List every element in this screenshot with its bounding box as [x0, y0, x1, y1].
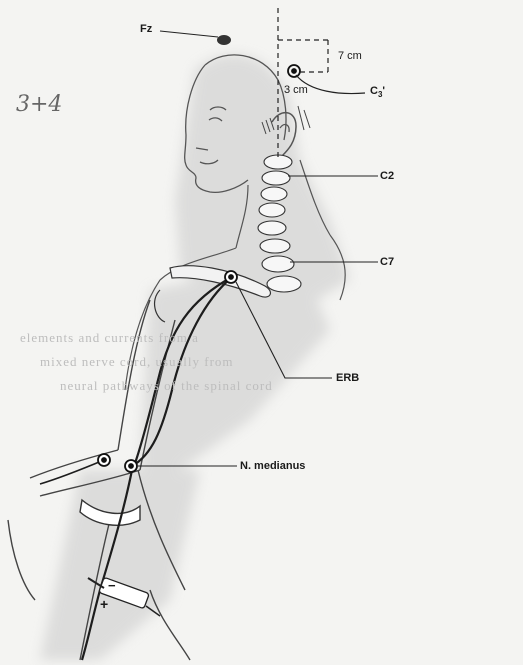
median-electrode-2	[125, 460, 137, 472]
median-electrode-1	[98, 454, 110, 466]
bleed-through-text-3: neural pathways of the spinal cord	[60, 378, 273, 394]
c3-letter: C	[370, 85, 378, 97]
plus-label: +	[100, 598, 108, 610]
c7-label: C7	[380, 256, 394, 268]
c3-prime-label: C3'	[370, 85, 385, 101]
minus-label: −	[108, 580, 116, 592]
erb-label: ERB	[336, 372, 359, 384]
median-nerve-label: N. medianus	[240, 460, 305, 472]
distance-3cm-label: 3 cm	[284, 84, 308, 96]
c3-prime-mark: '	[382, 85, 385, 97]
fz-electrode	[217, 35, 231, 45]
c3-electrode	[288, 65, 300, 77]
c2-label: C2	[380, 170, 394, 182]
bleed-through-text-1: elements and currents from a	[20, 330, 199, 346]
distance-7cm-label: 7 cm	[338, 50, 362, 62]
handwritten-note: 3+4	[16, 92, 62, 117]
fz-label: Fz	[140, 23, 152, 35]
erb-electrode	[225, 271, 237, 283]
bleed-through-text-2: mixed nerve cord, usually from	[40, 354, 234, 370]
